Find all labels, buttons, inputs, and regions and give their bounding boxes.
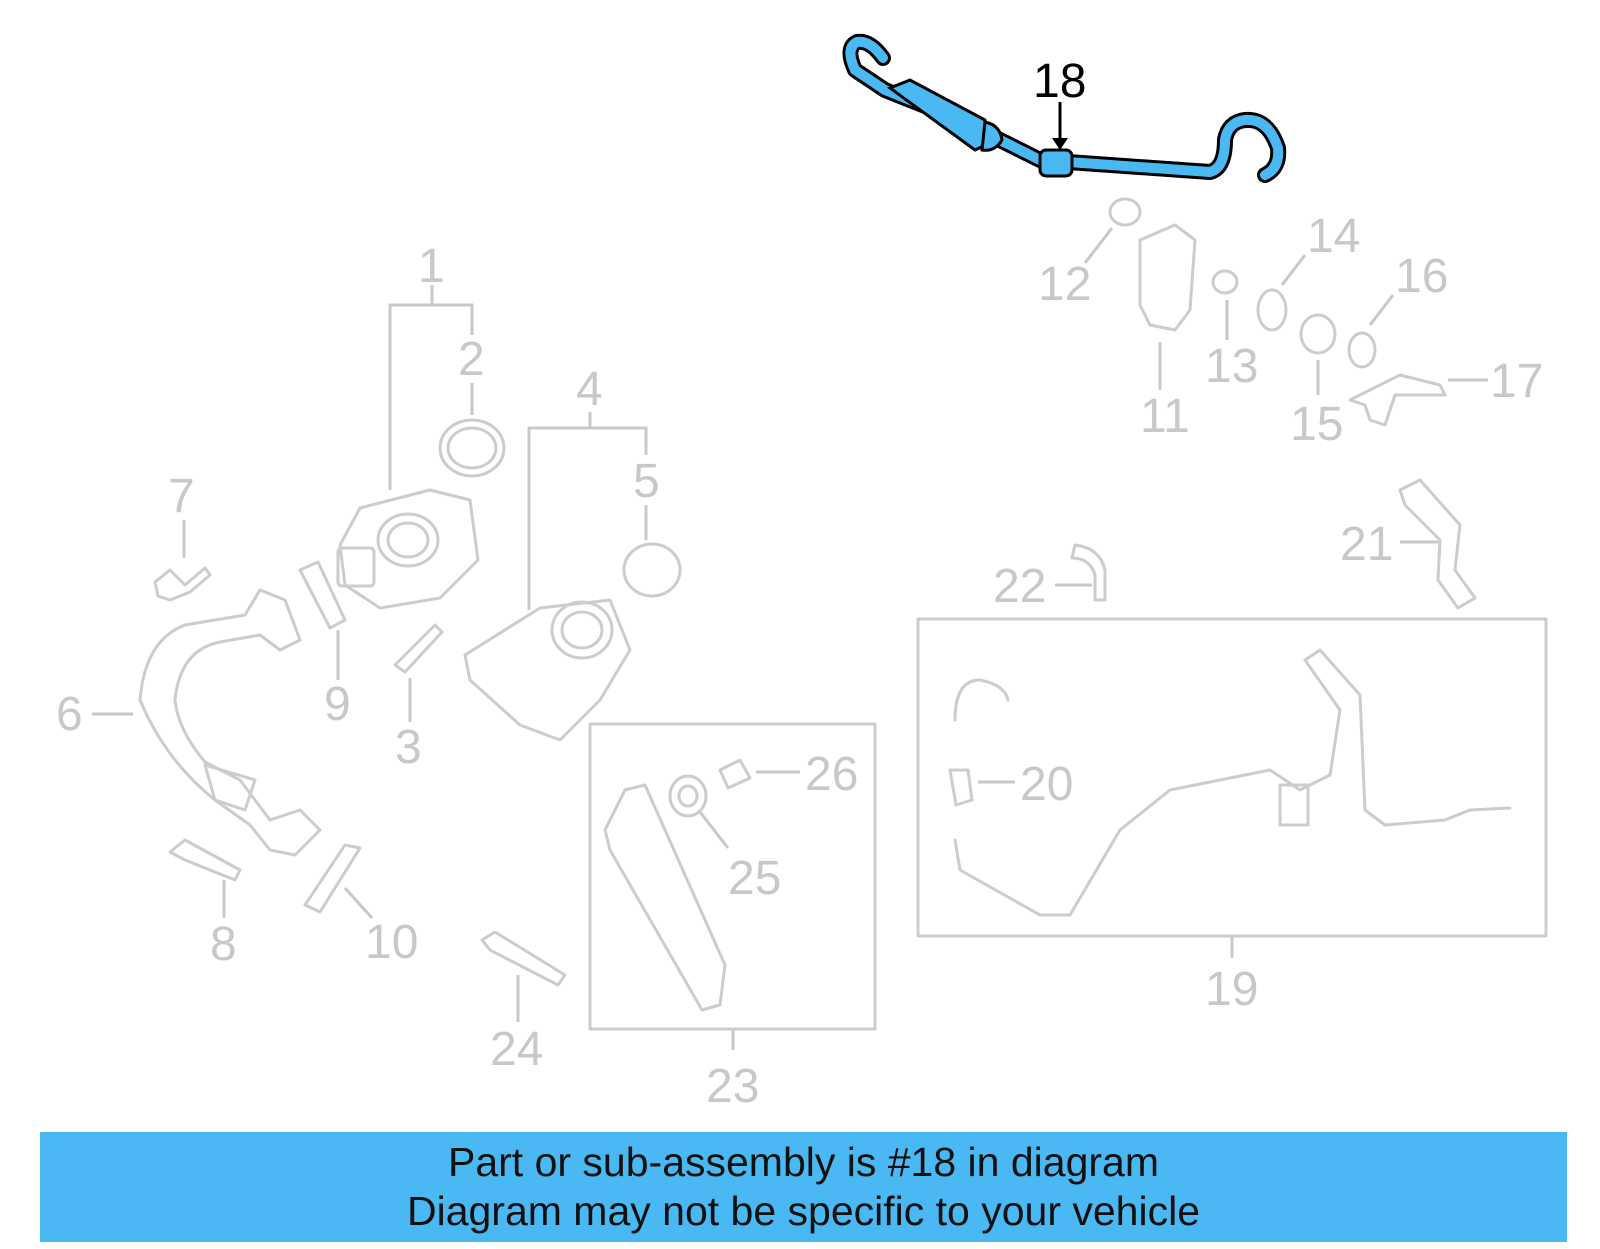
part-2-gasket[interactable]: [438, 418, 506, 478]
box-19: [916, 617, 1548, 938]
callout-22: 22: [993, 560, 1046, 613]
part-12-nut[interactable]: [1108, 197, 1142, 227]
leader-12: [1083, 227, 1114, 264]
callout-25: 25: [728, 852, 781, 905]
leader-16: [1368, 294, 1395, 326]
part-20-valve[interactable]: [948, 768, 974, 807]
leader-14: [1280, 254, 1307, 286]
callout-8: 8: [210, 918, 237, 971]
callout-20: 20: [1020, 758, 1073, 811]
callout-7: 7: [168, 470, 195, 523]
callout-23: 23: [706, 1060, 759, 1113]
banner-line-1: Part or sub-assembly is #18 in diagram: [448, 1139, 1159, 1185]
callout-9: 9: [324, 678, 351, 731]
part-14-oring[interactable]: [1256, 288, 1288, 332]
callout-5: 5: [633, 455, 660, 508]
leader-25: [698, 811, 730, 849]
callout-16: 16: [1395, 250, 1448, 303]
part-26-plug[interactable]: [718, 758, 752, 790]
part-1-egr-valve[interactable]: [336, 488, 480, 610]
arrowhead-18: [1052, 138, 1068, 150]
callout-12: 12: [1038, 258, 1091, 311]
part-8-bolt[interactable]: [168, 838, 242, 882]
part-7-bolt[interactable]: [153, 566, 212, 602]
part-18-hose[interactable]: [842, 33, 1287, 183]
callout-21: 21: [1340, 518, 1393, 571]
callout-19: 19: [1205, 963, 1258, 1016]
callout-13: 13: [1205, 340, 1258, 393]
part-9-gasket[interactable]: [298, 560, 347, 630]
part-11-solenoid[interactable]: [1138, 223, 1197, 332]
part-3-bolt[interactable]: [393, 623, 444, 674]
part-23-bracket[interactable]: [603, 783, 727, 1012]
callout-17: 17: [1490, 355, 1543, 408]
part-4-egr-cooler[interactable]: [463, 598, 632, 742]
callout-3: 3: [395, 721, 422, 774]
callout-6: 6: [56, 688, 83, 741]
callout-4: 4: [576, 363, 603, 416]
box-23: [588, 722, 877, 1031]
callout-26: 26: [805, 748, 858, 801]
leader-4: [527, 426, 648, 610]
part-6-egr-pipe[interactable]: [138, 588, 322, 857]
callout-2: 2: [458, 333, 485, 386]
callout-15: 15: [1290, 398, 1343, 451]
part-17-bracket[interactable]: [1348, 373, 1447, 427]
callout-24: 24: [490, 1023, 543, 1076]
part-16-washer[interactable]: [1347, 331, 1377, 369]
part-21-pipe[interactable]: [1398, 478, 1477, 610]
part-13-plug[interactable]: [1211, 269, 1239, 295]
part-19-pipe-assembly[interactable]: [953, 648, 1512, 917]
part-15-bushing[interactable]: [1299, 313, 1337, 355]
callout-18: 18: [1033, 55, 1086, 108]
part-10-gasket[interactable]: [303, 843, 362, 914]
info-banner: Part or sub-assembly is #18 in diagram D…: [40, 1132, 1567, 1242]
callout-14: 14: [1307, 210, 1360, 263]
leader-10: [343, 886, 374, 920]
part-22-hose[interactable]: [1070, 543, 1107, 602]
banner-line-2: Diagram may not be specific to your vehi…: [406, 1188, 1200, 1234]
part-25-bushing[interactable]: [668, 774, 708, 818]
callout-1: 1: [418, 240, 445, 293]
part-2-gasket-inner: [446, 426, 498, 470]
part-5-gasket[interactable]: [622, 542, 682, 598]
callout-10: 10: [365, 916, 418, 969]
callout-11: 11: [1140, 390, 1190, 443]
part-24-stud[interactable]: [480, 930, 567, 987]
